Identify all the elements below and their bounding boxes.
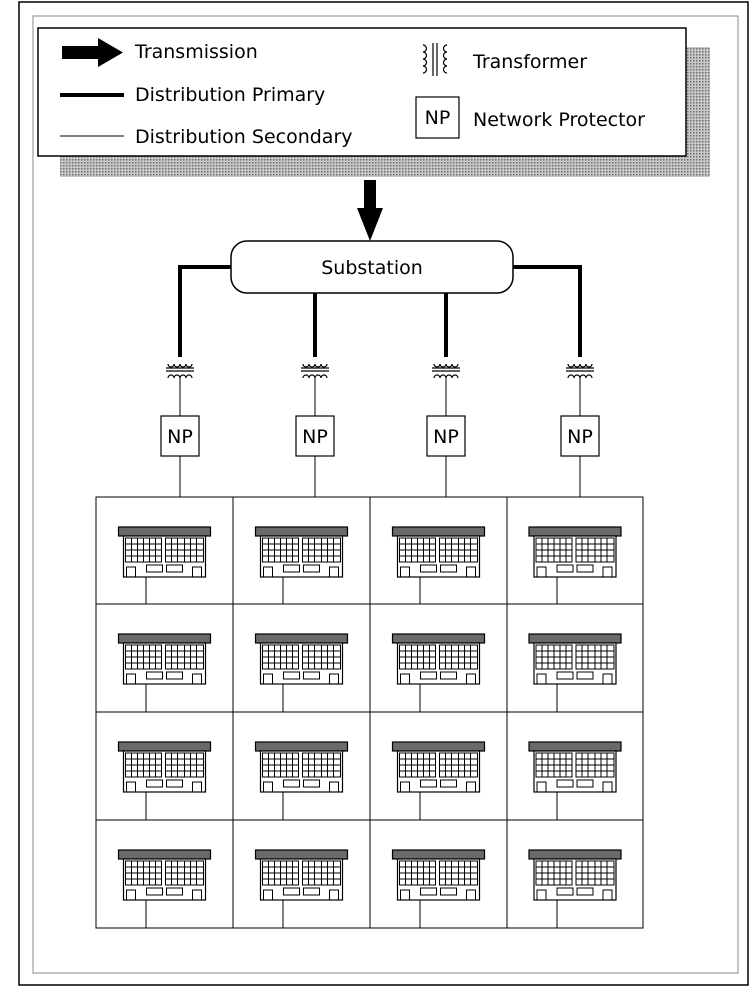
network-protector-label: NP xyxy=(567,426,593,448)
legend-network-protector-label: Network Protector xyxy=(473,109,645,131)
transformer-icon xyxy=(165,363,195,379)
grid-cell-r4-c4 xyxy=(506,819,644,929)
building-icon xyxy=(528,741,622,793)
legend-box xyxy=(37,27,687,157)
building-icon xyxy=(391,849,486,901)
feeder-1: NP xyxy=(160,265,231,497)
substation-label: Substation xyxy=(321,257,423,279)
legend-np-box xyxy=(415,96,460,139)
building-icon xyxy=(117,849,212,901)
network-protector-label: NP xyxy=(302,426,328,448)
transmission-arrow-icon xyxy=(62,38,123,67)
feeder-4: NP xyxy=(513,265,600,497)
building-icon xyxy=(117,526,212,578)
grid-cell-r1-c3 xyxy=(369,496,508,605)
grid-cell-r2-c3 xyxy=(369,603,508,713)
legend-transformer-label: Transformer xyxy=(472,51,587,73)
building-grid xyxy=(95,496,644,929)
building-icon xyxy=(254,633,349,685)
grid-cell-r1-c2 xyxy=(232,496,371,605)
legend-transmission-label: Transmission xyxy=(134,41,258,63)
building-icon xyxy=(254,849,349,901)
building-icon xyxy=(117,633,212,685)
transmission-feed-arrow xyxy=(357,180,383,241)
grid-cell-r3-c2 xyxy=(232,711,371,821)
network-protector-label: NP xyxy=(433,426,459,448)
building-icon xyxy=(528,526,622,578)
building-icon xyxy=(391,633,486,685)
network-protector-box xyxy=(160,415,200,457)
building-icon xyxy=(254,526,349,578)
grid-cell-border xyxy=(506,819,644,929)
building-icon xyxy=(528,633,622,685)
grid-cell-r2-c4 xyxy=(506,603,644,713)
grid-cell-r2-c2 xyxy=(232,603,371,713)
grid-cell-r3-c3 xyxy=(369,711,508,821)
network-protector-label: NP xyxy=(167,426,193,448)
primary-line xyxy=(513,265,582,357)
legend-distribution-primary-label: Distribution Primary xyxy=(135,84,325,106)
feeders-group: NP NP NP NP xyxy=(160,265,600,497)
transformer-icon xyxy=(422,43,448,76)
feeder-2: NP xyxy=(295,293,335,497)
grid-cell-r3-c4 xyxy=(506,711,644,821)
feeder-3: NP xyxy=(426,293,466,497)
building-icon xyxy=(254,741,349,793)
building-icon xyxy=(528,849,622,901)
inner-frame xyxy=(32,15,739,974)
grid-cell-r2-c1 xyxy=(95,603,234,713)
grid-cell-r3-c1 xyxy=(95,711,234,821)
grid-cell-r1-c1 xyxy=(95,496,234,605)
grid-cell-r4-c1 xyxy=(95,819,234,929)
transformer-icon xyxy=(565,363,595,379)
transformer-icon xyxy=(431,363,461,379)
network-protector-box xyxy=(295,415,335,457)
outer-frame xyxy=(18,1,749,986)
transformer-icon xyxy=(300,363,330,379)
building-icon xyxy=(117,741,212,793)
legend-distribution-secondary-label: Distribution Secondary xyxy=(135,126,353,148)
grid-cell-r4-c3 xyxy=(369,819,508,929)
building-icon xyxy=(391,741,486,793)
building-icon xyxy=(391,526,486,578)
primary-line xyxy=(178,265,231,357)
legend-np-box-label: NP xyxy=(425,107,451,129)
grid-cell-r4-c2 xyxy=(232,819,371,929)
grid-cell-r1-c4 xyxy=(506,496,644,605)
